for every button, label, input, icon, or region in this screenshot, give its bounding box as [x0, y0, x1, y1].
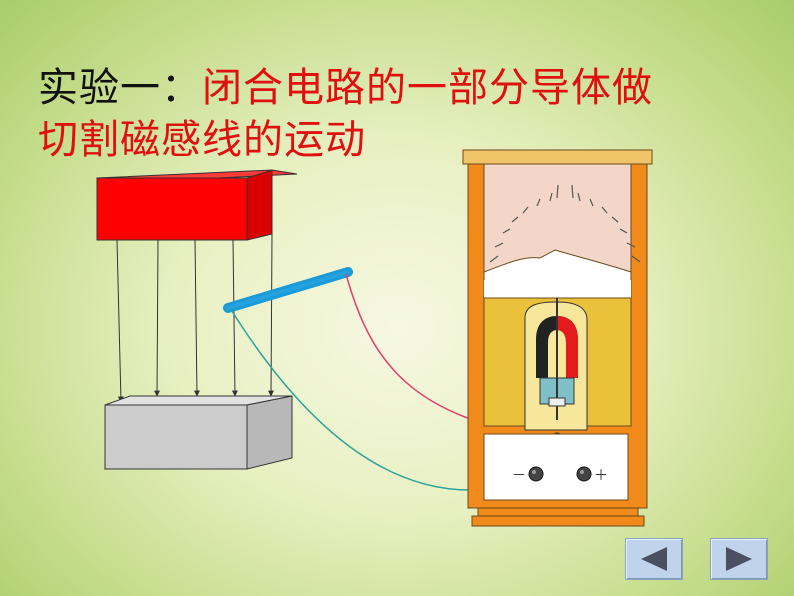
previous-button[interactable] — [625, 538, 683, 580]
positive-terminal — [576, 466, 592, 482]
bottom-magnet — [104, 395, 293, 470]
right-triangle-icon — [726, 547, 752, 571]
magnetic-field-lines — [116, 233, 275, 403]
minus-label: － — [512, 468, 526, 484]
galvanometer: － ＋ — [462, 149, 653, 527]
conductor-rod — [223, 267, 353, 313]
negative-terminal — [528, 466, 544, 482]
top-magnet — [96, 169, 298, 241]
title-line-1: 实验一：闭合电路的一部分导体做 — [38, 62, 758, 114]
meter-scale — [489, 184, 641, 263]
title-prefix: 实验一： — [38, 65, 202, 111]
left-triangle-icon — [641, 547, 667, 571]
title-text-1: 闭合电路的一部分导体做 — [202, 65, 653, 111]
slide-title: 实验一：闭合电路的一部分导体做 切割磁感线的运动 — [38, 62, 758, 166]
title-line-2: 切割磁感线的运动 — [38, 117, 366, 163]
plus-label: ＋ — [594, 468, 608, 484]
next-button[interactable] — [710, 538, 768, 580]
